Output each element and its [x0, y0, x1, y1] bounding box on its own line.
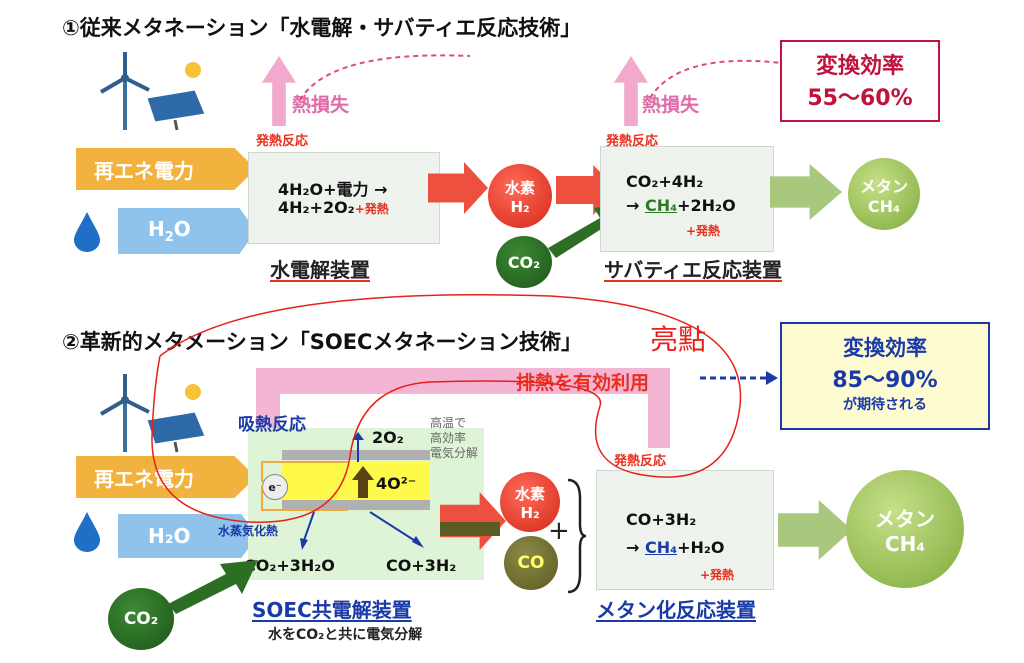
electrolyzer-box — [248, 152, 440, 244]
soec-device-label: SOEC共電解装置 — [252, 598, 412, 622]
water-arrow: H2O — [118, 208, 256, 254]
waste-heat-up — [648, 368, 670, 448]
co2-circle-1: CO₂ — [496, 236, 552, 288]
efficiency-box-2: 変換効率 85～90% が期待される — [780, 322, 990, 430]
water-label-2: H₂O — [148, 524, 191, 548]
brace — [567, 478, 587, 594]
oxygen-ion-arrow — [352, 466, 374, 498]
renewable-energy-arrow: 再エネ電力 — [76, 148, 256, 190]
exothermic-label-2: 発熱反応 — [606, 134, 659, 149]
renewable-energy-label-2: 再エネ電力 — [94, 466, 194, 491]
exothermic-label-3: 発熱反応 — [614, 454, 667, 469]
sabatier-box — [600, 146, 774, 252]
wind-solar-icon — [99, 52, 206, 131]
co2-circle-2: CO₂ — [108, 588, 174, 650]
water-arrow-2: H₂O — [118, 514, 258, 558]
electrolysis-equation-1: 4H₂O+電力 → — [278, 180, 388, 199]
renewable-energy-label: 再エネ電力 — [94, 158, 194, 183]
sabatier-heat: +発熱 — [686, 224, 721, 238]
sabatier-equation-1: CO₂+4H₂ — [626, 172, 704, 191]
sabatier-equation-2: → CH₄+2H₂O — [626, 196, 736, 215]
electrolysis-equation-2: 4H₂+2O₂+発熱 — [278, 198, 389, 217]
water-drop-icon — [74, 212, 100, 252]
heat-loss-label-2: 熱損失 — [642, 94, 700, 116]
dashed-arrow-2 — [700, 371, 778, 385]
renewable-energy-arrow-2: 再エネ電力 — [76, 456, 256, 498]
co-flow-bar — [440, 522, 500, 536]
soec-top-layer — [282, 450, 430, 460]
o2-up-arrow — [352, 432, 364, 462]
methanation-equation-1: CO+3H₂ — [626, 510, 697, 529]
section1-title: ①従来メタネーション「水電解・サバティエ反応技術」 — [62, 16, 582, 40]
co-circle: CO — [504, 536, 558, 590]
waste-heat-label: 排熱を有効利用 — [516, 372, 650, 394]
dashed-connector-1 — [299, 54, 802, 101]
water-label: H2O — [148, 217, 191, 245]
heat-loss-label-1: 熱損失 — [292, 94, 350, 116]
soec-reaction-arrows — [300, 511, 424, 550]
wind-solar-icon-2 — [99, 374, 206, 453]
methanation-device-label: メタン化反応装置 — [596, 598, 756, 622]
efficiency-title-1: 変換効率 — [815, 54, 904, 79]
oxygen-ion-label: 4O²⁻ — [376, 474, 417, 493]
o2-label: 2O₂ — [372, 428, 404, 447]
soec-electrolyte — [282, 462, 430, 500]
soec-output-formula: CO+3H₂ — [386, 556, 457, 575]
efficiency-value-2: 85～90% — [832, 368, 938, 393]
water-drop-icon-2 — [74, 512, 100, 552]
efficiency-value-1: 55～60% — [807, 86, 913, 111]
high-temp-note: 高温で高効率電気分解 — [430, 416, 479, 460]
co2-arrow-2 — [168, 560, 258, 614]
plus-sign: + — [548, 516, 570, 546]
sabatier-label: サバティエ反応装置 — [604, 258, 782, 282]
efficiency-title-2: 変換効率 — [843, 336, 927, 360]
soec-bottom-layer — [282, 500, 430, 510]
methanation-box — [596, 470, 774, 590]
endothermic-label: 吸熱反応 — [238, 415, 306, 435]
soec-description: 水をCO₂と共に電気分解 — [268, 627, 423, 643]
green-arrow-2 — [778, 500, 852, 560]
green-arrow-1 — [770, 164, 842, 220]
section2-title: ②革新的メタメーション「SOECメタネーション技術」 — [62, 330, 583, 354]
annotation-circle — [151, 294, 742, 523]
efficiency-note-2: が期待される — [843, 397, 927, 413]
methanation-heat: +発熱 — [700, 568, 735, 582]
exothermic-label-1: 発熱反応 — [256, 134, 309, 149]
electrolyzer-label: 水電解装置 — [270, 258, 370, 282]
electron-icon: e⁻ — [262, 474, 288, 500]
electron-path — [261, 461, 348, 511]
soec-input-formula: CO₂+3H₂O — [244, 556, 335, 575]
efficiency-box-1: 変換効率 55～60% — [780, 40, 940, 122]
methanation-equation-2: → CH₄+H₂O — [626, 538, 725, 557]
steam-heat-label: 水蒸気化熱 — [218, 524, 279, 538]
